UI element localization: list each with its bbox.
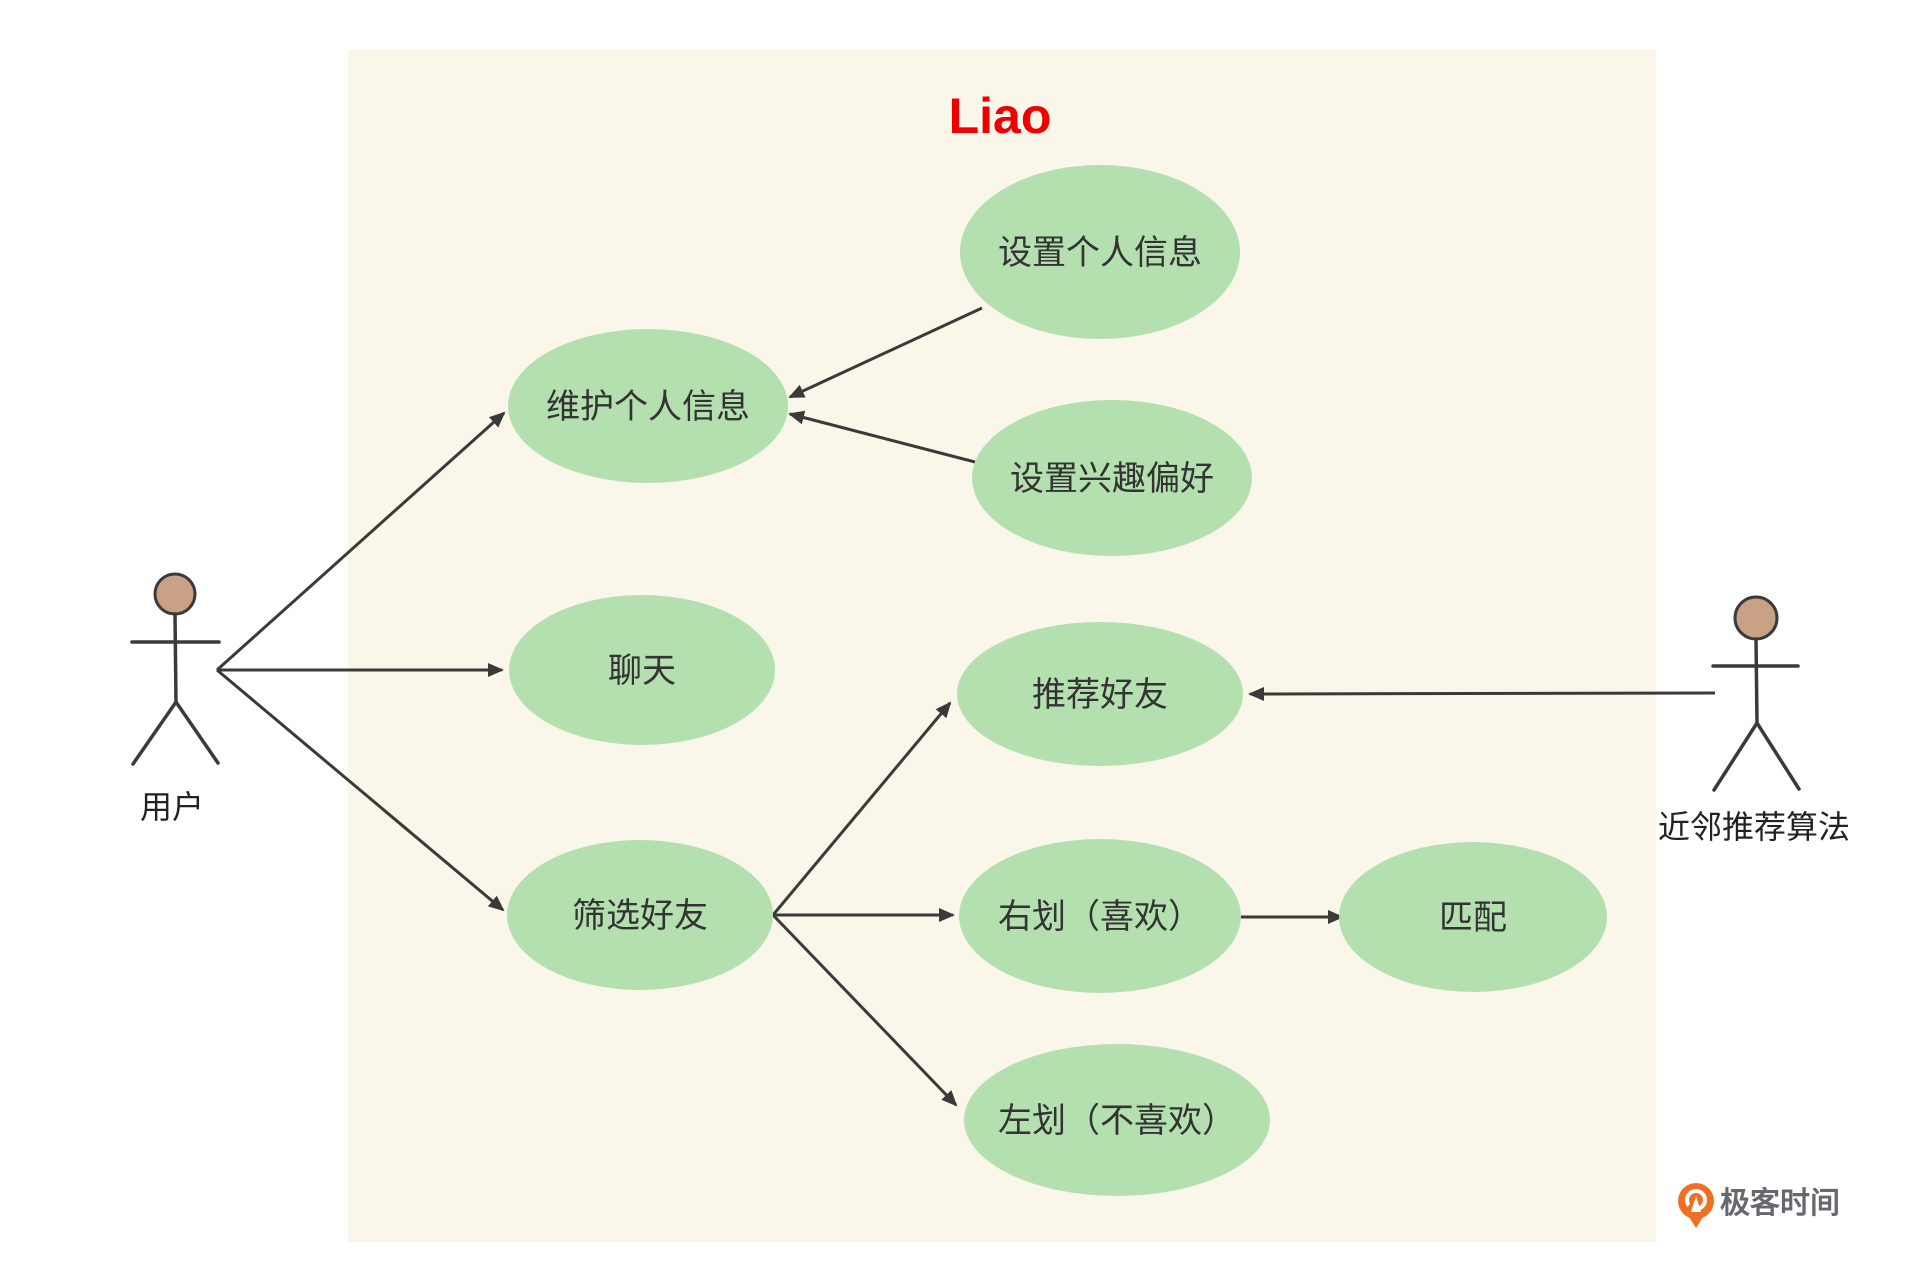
use-case-swipe-left: 左划（不喜欢） <box>964 1044 1270 1196</box>
actor-leg-right <box>1755 721 1801 791</box>
actor-recommend-algorithm: 近邻推荐算法 <box>1658 595 1850 845</box>
use-case-label: 匹配 <box>1439 899 1507 937</box>
association-filter-to-swipe-left <box>771 913 958 1107</box>
use-case-label: 筛选好友 <box>572 897 708 935</box>
use-case-ellipse <box>972 400 1252 556</box>
association-set-interests-to-maintain-profile <box>788 410 976 464</box>
use-case-set-profile: 设置个人信息 <box>960 165 1240 339</box>
association-algorithm-to-recommend-friends <box>1248 686 1716 701</box>
actor-algorithm-label: 近邻推荐算法 <box>1658 809 1850 845</box>
use-case-ellipse <box>960 165 1240 339</box>
use-case-label: 设置个人信息 <box>998 234 1202 272</box>
use-case-ellipse <box>959 839 1241 993</box>
use-case-ellipse <box>1339 842 1607 992</box>
actor-user-label: 用户 <box>140 789 204 825</box>
use-case-recommend-friends: 推荐好友 <box>957 622 1243 766</box>
use-case-ellipse <box>964 1044 1270 1196</box>
use-case-swipe-right: 右划（喜欢） <box>959 839 1241 993</box>
actor-user: 用户 <box>130 572 221 825</box>
use-case-ellipse <box>509 595 775 745</box>
use-case-ellipse <box>507 840 773 990</box>
use-case-label: 左划（不喜欢） <box>998 1102 1236 1140</box>
use-case-label: 聊天 <box>608 652 676 690</box>
use-case-chat: 聊天 <box>509 595 775 745</box>
actor-body <box>1754 637 1759 725</box>
association-set-profile-to-maintain-profile <box>788 306 983 399</box>
use-case-set-interests: 设置兴趣偏好 <box>972 400 1252 556</box>
actor-leg-right <box>174 700 220 765</box>
diagram-title: Liao <box>949 88 1052 144</box>
actor-leg-left <box>131 700 178 766</box>
association-user-to-filter-friends <box>216 668 505 912</box>
use-case-filter-friends: 筛选好友 <box>507 840 773 990</box>
use-case-ellipse <box>957 622 1243 766</box>
geektime-logo-text: 极客时间 <box>1720 1186 1840 1220</box>
use-case-maintain-profile: 维护个人信息 <box>508 329 788 483</box>
use-case-ellipse <box>508 329 788 483</box>
actor-head <box>153 572 197 616</box>
geektime-logo-pin-point <box>1687 1214 1705 1228</box>
use-case-match: 匹配 <box>1339 842 1607 992</box>
use-case-label: 设置兴趣偏好 <box>1010 460 1214 498</box>
association-filter-to-recommend-friends <box>771 701 952 916</box>
use-case-label: 推荐好友 <box>1032 676 1168 714</box>
actor-leg-left <box>1712 721 1759 792</box>
geektime-logo-arrow <box>1691 1196 1701 1212</box>
actor-head <box>1733 595 1779 641</box>
actor-body <box>173 612 178 704</box>
use-case-label: 维护个人信息 <box>546 388 750 426</box>
association-user-to-maintain-profile <box>215 411 506 672</box>
geektime-logo: 极客时间 <box>1678 1183 1840 1228</box>
use-case-label: 右划（喜欢） <box>998 898 1202 936</box>
